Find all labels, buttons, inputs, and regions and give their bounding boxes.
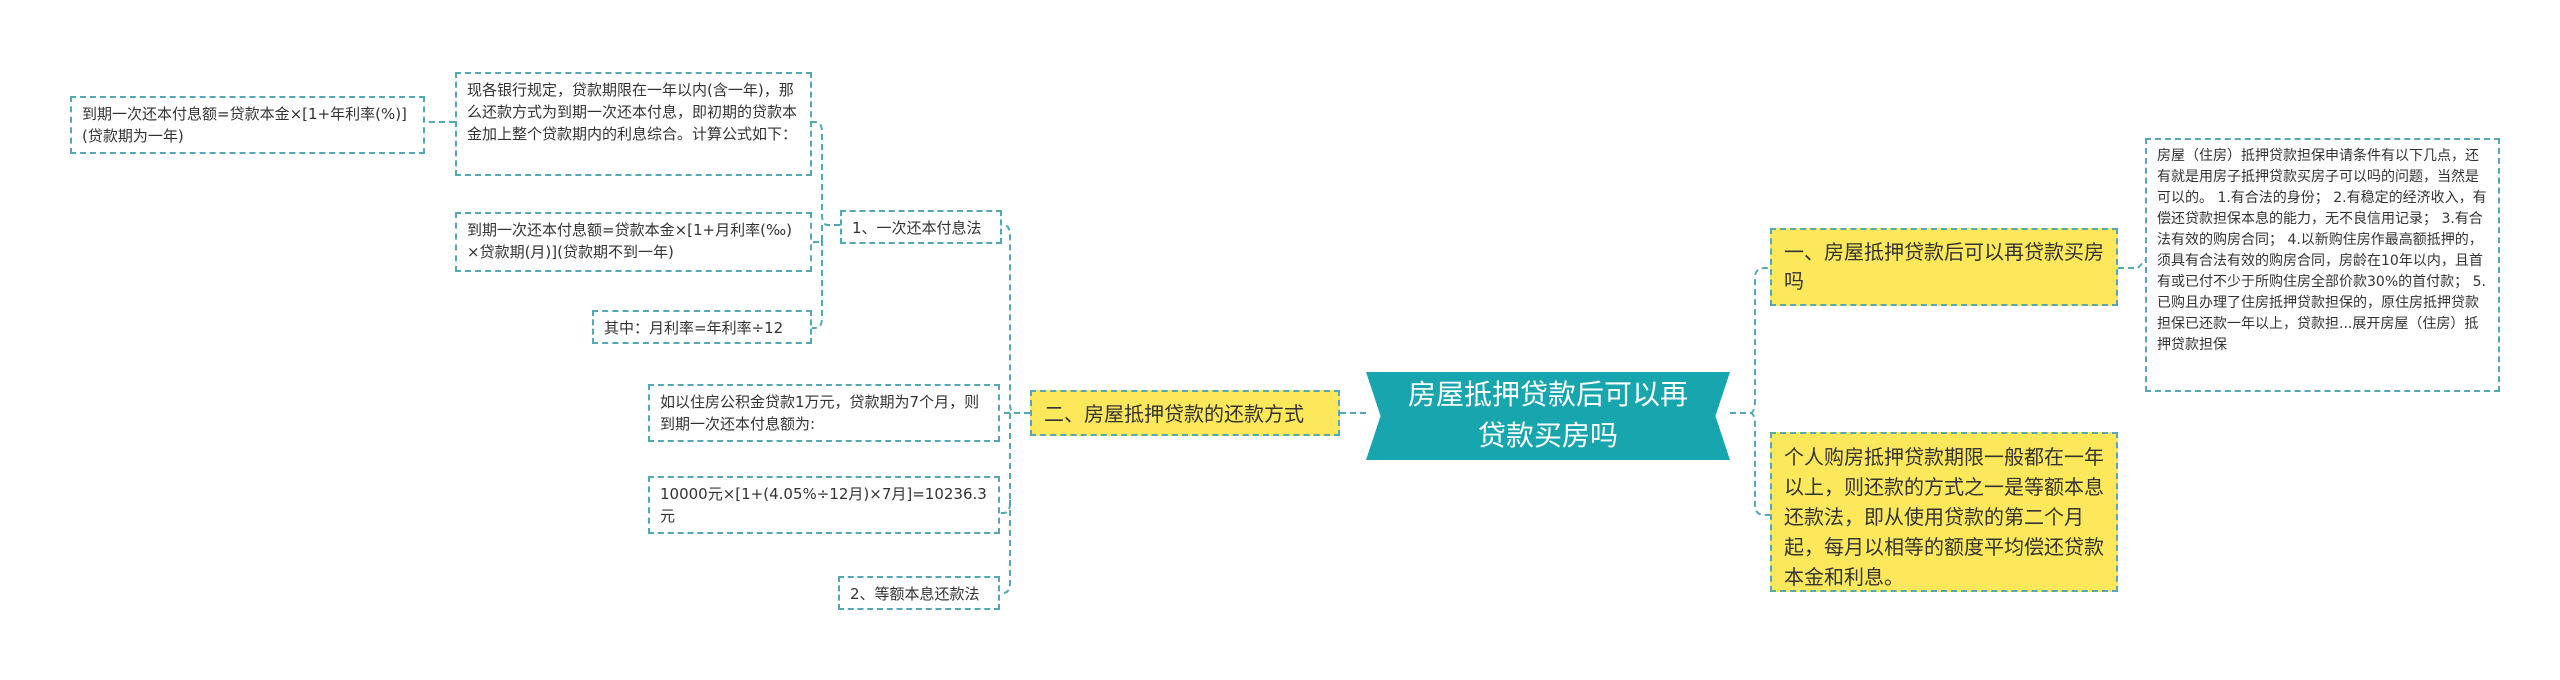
method2-node[interactable]: 2、等额本息还款法 [838, 576, 1000, 610]
method1-intro-text: 现各银行规定，贷款期限在一年以内(含一年)，那么还款方式为到期一次还本付息，即初… [467, 81, 798, 143]
root-label: 房屋抵押贷款后可以再贷款买房吗 [1407, 378, 1688, 452]
method2-label: 2、等额本息还款法 [850, 585, 980, 603]
method1-label: 1、一次还本付息法 [852, 219, 982, 237]
link-left-children [1000, 224, 1030, 414]
branch-equal-installment[interactable]: 个人购房抵押贷款期限一般都在一年以上，则还款的方式之一是等额本息还款法，即从使用… [1770, 432, 2118, 592]
branch-can-reloan[interactable]: 一、房屋抵押贷款后可以再贷款买房吗 [1770, 228, 2118, 306]
link-b1-detail [2118, 259, 2146, 269]
formula-month-text: 到期一次还本付息额=贷款本金×[1+月利率(‰)×贷款期(月)](贷款期不到一年… [467, 221, 792, 261]
result-text: 10000元×[1+(4.05%÷12月)×7月]=10236.3元 [660, 485, 987, 525]
branch-repayment-label: 二、房屋抵押贷款的还款方式 [1044, 402, 1304, 426]
link-left-method2 [1000, 500, 1011, 594]
branch-can-reloan-detail-text: 房屋（住房）抵押贷款担保申请条件有以下几点，还有就是用房子抵押贷款买房子可以吗的… [2157, 148, 2487, 353]
formula-year-node[interactable]: 到期一次还本付息额=贷款本金×[1+年利率(%)](贷款期为一年) [70, 96, 425, 154]
monthly-rate-note-text: 其中：月利率=年利率÷12 [604, 319, 784, 337]
link-m1-children [812, 121, 840, 226]
link-m1-note [812, 240, 823, 329]
root-node[interactable]: 房屋抵押贷款后可以再贷款买房吗 [1366, 372, 1730, 460]
branch-can-reloan-label: 一、房屋抵押贷款后可以再贷款买房吗 [1784, 240, 2104, 293]
monthly-rate-note-node[interactable]: 其中：月利率=年利率÷12 [592, 310, 812, 344]
formula-month-node[interactable]: 到期一次还本付息额=贷款本金×[1+月利率(‰)×贷款期(月)](贷款期不到一年… [455, 212, 812, 272]
method1-node[interactable]: 1、一次还本付息法 [840, 210, 1002, 244]
link-m1-formula [812, 225, 823, 243]
example-node[interactable]: 如以住房公积金贷款1万元，贷款期为7个月，则到期一次还本付息额为: [648, 384, 1000, 442]
result-node[interactable]: 10000元×[1+(4.05%÷12月)×7月]=10236.3元 [648, 476, 1000, 534]
formula-year-text: 到期一次还本付息额=贷款本金×[1+年利率(%)](贷款期为一年) [82, 105, 407, 145]
branch-repayment-methods[interactable]: 二、房屋抵押贷款的还款方式 [1030, 390, 1340, 436]
method1-intro-node[interactable]: 现各银行规定，贷款期限在一年以内(含一年)，那么还款方式为到期一次还本付息，即初… [455, 72, 812, 176]
link-left-result [1000, 413, 1011, 514]
link-root-right2 [1749, 412, 1770, 516]
link-root-right1 [1730, 267, 1770, 414]
branch-equal-installment-label: 个人购房抵押贷款期限一般都在一年以上，则还款的方式之一是等额本息还款法，即从使用… [1784, 445, 2104, 589]
example-text: 如以住房公积金贷款1万元，贷款期为7个月，则到期一次还本付息额为: [660, 393, 980, 433]
branch-can-reloan-detail-node[interactable]: 房屋（住房）抵押贷款担保申请条件有以下几点，还有就是用房子抵押贷款买房子可以吗的… [2145, 138, 2500, 392]
